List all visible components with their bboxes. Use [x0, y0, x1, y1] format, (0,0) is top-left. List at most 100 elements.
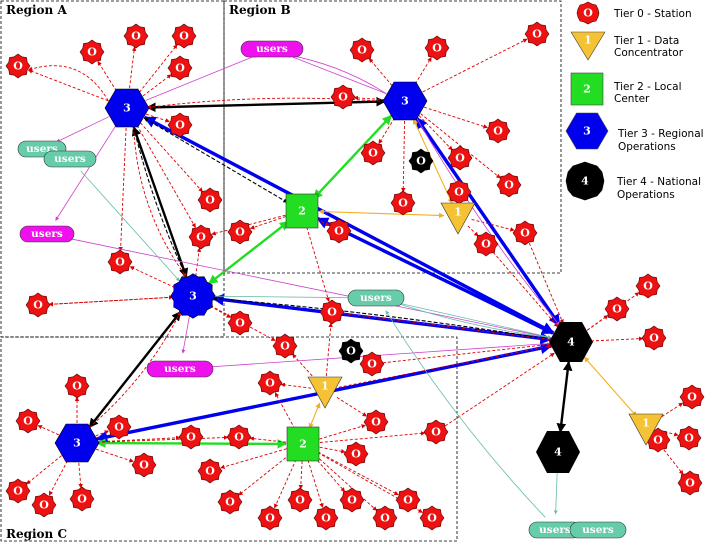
station-node[interactable]: O: [257, 505, 283, 531]
station-node[interactable]: O: [349, 37, 375, 63]
station-node[interactable]: O: [167, 112, 193, 138]
station-node[interactable]: O: [64, 373, 90, 399]
tier2-node[interactable]: 2: [286, 426, 320, 462]
users-node[interactable]: users: [347, 289, 405, 307]
tier1-label: 1: [321, 380, 329, 393]
station-node[interactable]: O: [272, 333, 298, 359]
station-node[interactable]: O: [363, 409, 389, 435]
station-node[interactable]: O: [343, 441, 369, 467]
legend-tier4: 4 Tier 4 - National Operations: [565, 161, 701, 201]
station-node[interactable]: O: [227, 310, 253, 336]
tier2-label: 2: [298, 205, 306, 218]
station-node[interactable]: O: [123, 23, 149, 49]
station-label: O: [327, 306, 337, 319]
station-node[interactable]: O: [5, 478, 31, 504]
station-node[interactable]: O: [524, 21, 550, 47]
station-label: O: [280, 340, 290, 353]
station-node[interactable]: O: [676, 425, 702, 451]
station-node[interactable]: O: [677, 470, 703, 496]
station-node[interactable]: O: [31, 492, 57, 518]
station-node[interactable]: O: [107, 249, 133, 275]
station-node[interactable]: O: [167, 55, 193, 81]
station-node[interactable]: O: [197, 187, 223, 213]
tier1-node[interactable]: 1: [628, 413, 664, 446]
users-node[interactable]: users: [43, 150, 97, 168]
link-mag-96: [56, 116, 110, 143]
station-node[interactable]: O: [15, 408, 41, 434]
link-red-70: [319, 431, 426, 443]
station-node[interactable]: O: [227, 219, 253, 245]
station-node-inactive[interactable]: O: [338, 338, 364, 364]
station-node[interactable]: O: [635, 273, 661, 299]
station-icon: [31, 492, 57, 518]
station-node[interactable]: O: [287, 487, 313, 513]
station-node[interactable]: O: [178, 424, 204, 450]
station-icon: [257, 370, 283, 396]
link-mag-94: [145, 54, 258, 101]
legend-tier2: 2 Tier 2 - Local Center: [570, 72, 681, 106]
tier3-node[interactable]: 3: [104, 88, 150, 128]
tier3-node[interactable]: 3: [54, 423, 100, 463]
station-node[interactable]: O: [496, 172, 522, 198]
link-tea-108: [385, 310, 546, 518]
tier4-node-secondary[interactable]: 4: [536, 431, 580, 473]
station-node[interactable]: O: [69, 486, 95, 512]
station-node-inactive[interactable]: O: [408, 148, 434, 174]
tier3-node[interactable]: 3: [170, 273, 216, 319]
station-label: O: [72, 380, 82, 393]
station-node[interactable]: O: [79, 39, 105, 65]
users-node[interactable]: users: [240, 40, 304, 58]
station-node[interactable]: O: [447, 145, 473, 171]
station-node[interactable]: O: [188, 224, 214, 250]
station-label: O: [432, 42, 442, 55]
station-node[interactable]: O: [679, 384, 705, 410]
station-node[interactable]: O: [446, 179, 472, 205]
station-node[interactable]: O: [390, 190, 416, 216]
station-node[interactable]: O: [330, 84, 356, 110]
station-node[interactable]: O: [226, 424, 252, 450]
station-node[interactable]: O: [257, 370, 283, 396]
station-node[interactable]: O: [512, 220, 538, 246]
square-icon: [570, 72, 604, 106]
users-node[interactable]: users: [528, 521, 582, 539]
tier1-node[interactable]: 1: [307, 376, 343, 409]
tier3-node[interactable]: 3: [382, 81, 428, 121]
station-node[interactable]: O: [604, 296, 630, 322]
square-icon: [285, 193, 319, 229]
station-node[interactable]: O: [372, 505, 398, 531]
users-node[interactable]: users: [569, 521, 627, 539]
users-node[interactable]: users: [19, 225, 75, 243]
station-icon: [676, 425, 702, 451]
station-node[interactable]: O: [131, 452, 157, 478]
station-node[interactable]: O: [217, 489, 243, 515]
tier3-label: 3: [123, 102, 131, 115]
station-node[interactable]: O: [197, 458, 223, 484]
tier1-node[interactable]: 1: [440, 202, 476, 235]
link-tea-107: [553, 471, 558, 515]
station-node[interactable]: O: [360, 140, 386, 166]
station-node[interactable]: O: [25, 292, 51, 318]
tier2-node[interactable]: 2: [285, 193, 319, 229]
station-node[interactable]: O: [485, 118, 511, 144]
station-icon: [5, 478, 31, 504]
station-node[interactable]: O: [424, 35, 450, 61]
station-node[interactable]: O: [313, 505, 339, 531]
station-icon: [197, 187, 223, 213]
tier4-node[interactable]: 4: [549, 322, 593, 362]
station-node[interactable]: O: [395, 487, 421, 513]
station-node[interactable]: O: [473, 231, 499, 257]
station-node[interactable]: O: [5, 53, 31, 79]
station-node[interactable]: O: [326, 218, 352, 244]
station-label: O: [115, 256, 125, 269]
station-node[interactable]: O: [106, 414, 132, 440]
station-node[interactable]: O: [419, 505, 445, 531]
station-node[interactable]: O: [319, 299, 345, 325]
station-node[interactable]: O: [359, 351, 385, 377]
users-node[interactable]: users: [146, 360, 214, 378]
station-node[interactable]: O: [171, 23, 197, 49]
station-node[interactable]: O: [423, 419, 449, 445]
hexagon-icon: [54, 423, 100, 463]
station-node[interactable]: O: [641, 325, 667, 351]
link-red-84: [89, 311, 182, 428]
station-node[interactable]: O: [339, 487, 365, 513]
